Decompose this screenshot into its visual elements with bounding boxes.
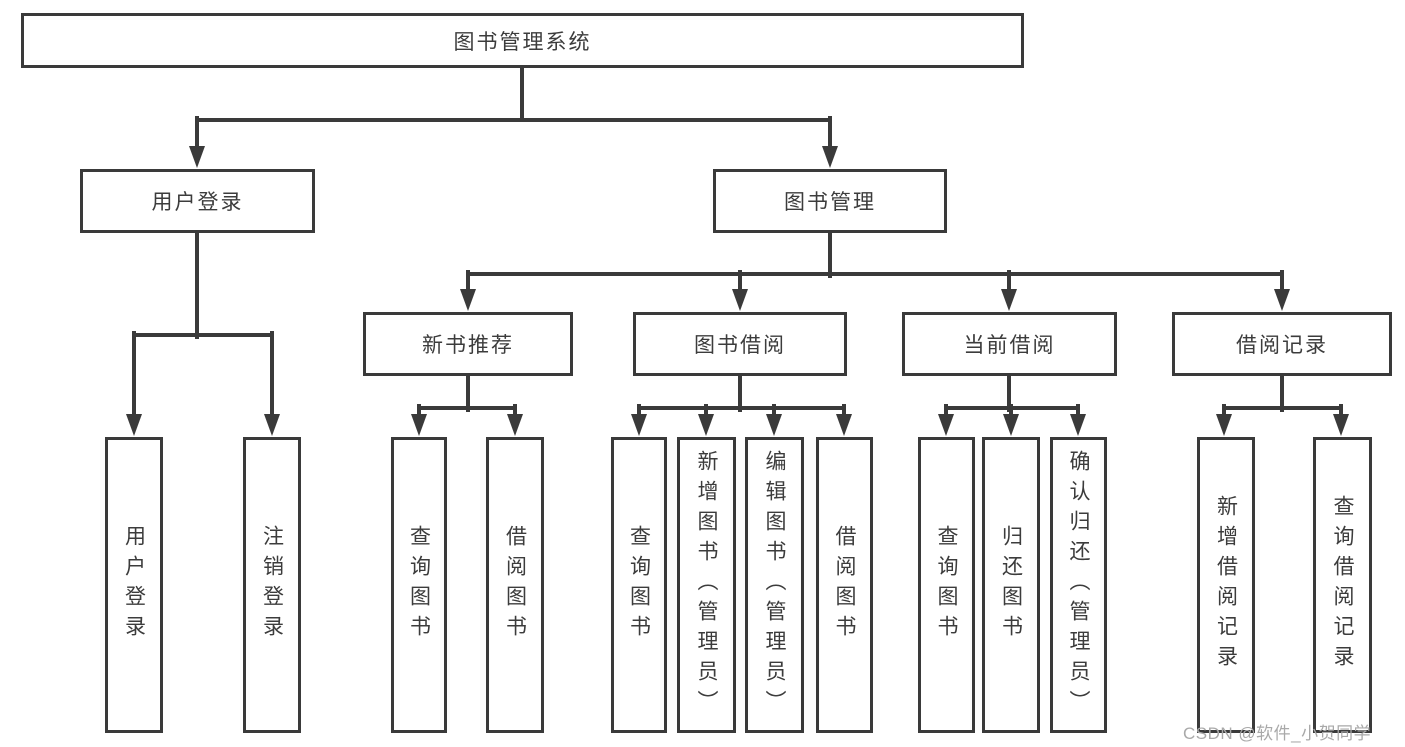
node-book-borrow-label: 图书借阅 xyxy=(694,334,786,357)
leaf-return-books-label: 归还图书 xyxy=(999,525,1023,645)
leaf-borrow-books: 借阅图书 xyxy=(816,437,873,733)
leaf-query-borrow-record: 查询借阅记录 xyxy=(1313,437,1372,733)
leaf-logout-label: 注销登录 xyxy=(260,525,284,645)
node-current-borrow: 当前借阅 xyxy=(902,312,1117,376)
leaf-query-books-borrow: 查询图书 xyxy=(611,437,667,733)
leaf-borrow-books-recommend-label: 借阅图书 xyxy=(503,525,527,645)
node-new-book-recommend: 新书推荐 xyxy=(363,312,573,376)
leaf-edit-book-admin-label: 编辑图书（管理员） xyxy=(763,450,786,720)
root-node: 图书管理系统 xyxy=(21,13,1024,68)
leaf-query-books-recommend-label: 查询图书 xyxy=(407,525,431,645)
leaf-confirm-return-admin: 确认归还（管理员） xyxy=(1050,437,1107,733)
leaf-query-books-current: 查询图书 xyxy=(918,437,975,733)
leaf-add-book-admin-label: 新增图书（管理员） xyxy=(695,450,718,720)
leaf-user-login: 用户登录 xyxy=(105,437,163,733)
node-current-borrow-label: 当前借阅 xyxy=(963,334,1056,357)
node-book-management-label: 图书管理 xyxy=(784,191,876,214)
leaf-add-book-admin: 新增图书（管理员） xyxy=(677,437,736,733)
root-node-label: 图书管理系统 xyxy=(453,30,592,54)
leaf-user-login-label: 用户登录 xyxy=(122,525,146,645)
node-user-login: 用户登录 xyxy=(80,169,315,233)
leaf-add-borrow-record: 新增借阅记录 xyxy=(1197,437,1255,733)
leaf-return-books: 归还图书 xyxy=(982,437,1040,733)
node-new-book-recommend-label: 新书推荐 xyxy=(422,334,514,357)
node-book-borrow: 图书借阅 xyxy=(633,312,847,376)
leaf-query-borrow-record-label: 查询借阅记录 xyxy=(1331,495,1354,675)
leaf-query-books-borrow-label: 查询图书 xyxy=(627,525,651,645)
leaf-logout: 注销登录 xyxy=(243,437,301,733)
node-borrow-records-label: 借阅记录 xyxy=(1236,334,1328,357)
node-borrow-records: 借阅记录 xyxy=(1172,312,1392,376)
node-user-login-label: 用户登录 xyxy=(151,191,244,214)
leaf-query-books-current-label: 查询图书 xyxy=(935,525,958,645)
leaf-query-books-recommend: 查询图书 xyxy=(391,437,447,733)
leaf-confirm-return-admin-label: 确认归还（管理员） xyxy=(1067,450,1090,720)
leaf-edit-book-admin: 编辑图书（管理员） xyxy=(745,437,804,733)
leaf-borrow-books-recommend: 借阅图书 xyxy=(486,437,544,733)
arrowheads xyxy=(126,146,1349,436)
node-book-management: 图书管理 xyxy=(713,169,947,233)
leaf-borrow-books-label: 借阅图书 xyxy=(833,525,856,645)
leaf-add-borrow-record-label: 新增借阅记录 xyxy=(1214,495,1238,675)
csdn-watermark: CSDN @软件_小贺同学 xyxy=(1183,724,1372,743)
